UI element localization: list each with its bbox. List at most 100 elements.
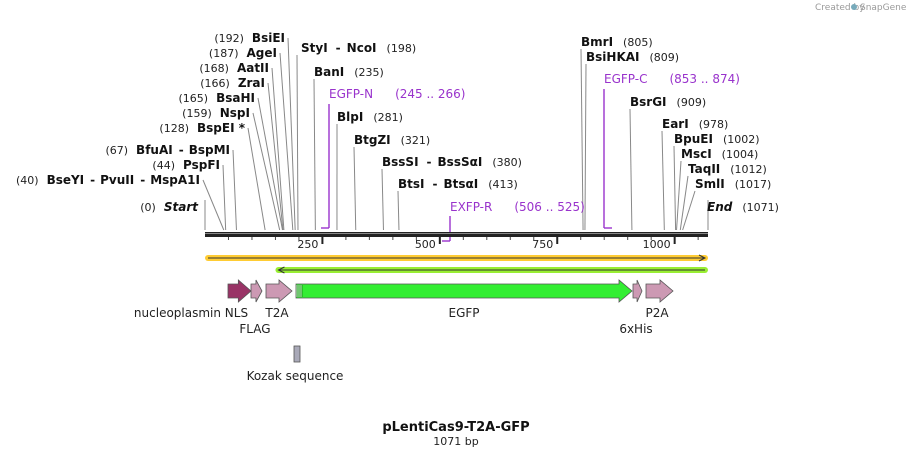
site-enzyme-name[interactable]: NspI bbox=[220, 106, 250, 120]
feature-flag[interactable]: FLAG bbox=[239, 279, 271, 336]
site-enzyme-name[interactable]: BsiEI bbox=[252, 31, 285, 45]
site-label[interactable]: BtsI-BtsαI(413) bbox=[398, 177, 518, 191]
site-enzyme-name[interactable]: BsiHKAI bbox=[586, 50, 640, 64]
site-btsi[interactable]: BtsI-BtsαI(413) bbox=[398, 177, 518, 191]
site-msci[interactable]: MscI(1004) bbox=[681, 147, 758, 161]
site-enzyme-name[interactable]: BsrGI bbox=[630, 95, 667, 109]
orf-bar[interactable] bbox=[275, 266, 708, 274]
site-bsahi[interactable]: (165)BsaHI bbox=[179, 91, 256, 105]
site-enzyme-name[interactable]: BlpI bbox=[337, 110, 363, 124]
site-taqii[interactable]: TaqII(1012) bbox=[688, 162, 767, 176]
primer-label[interactable]: EXFP-R(506 .. 525) bbox=[450, 200, 585, 214]
site-label[interactable]: (40)BseYI-PvuII-MspA1I bbox=[16, 173, 200, 187]
feature-arrow[interactable] bbox=[227, 279, 252, 303]
site-label[interactable]: (166)ZraI bbox=[200, 76, 265, 90]
site-enzyme-name[interactable]: BanI bbox=[314, 65, 344, 79]
site-styi[interactable]: StyI-NcoI(198) bbox=[301, 41, 416, 55]
site-label[interactable]: (44)PspFI bbox=[152, 158, 220, 172]
site-enzyme-name[interactable]: EarI bbox=[662, 117, 689, 131]
site-enzyme-name[interactable]: BmrI bbox=[581, 35, 613, 49]
site-aatii[interactable]: (168)AatII bbox=[199, 61, 269, 75]
site-label[interactable]: (67)BfuAI-BspMI bbox=[105, 143, 230, 157]
site-label[interactable]: EarI(978) bbox=[662, 117, 728, 131]
site-enzyme-name[interactable]: NcoI bbox=[347, 41, 377, 55]
site-bmri[interactable]: BmrI(805) bbox=[581, 35, 653, 49]
site-label[interactable]: (159)NspI bbox=[182, 106, 250, 120]
site-enzyme-name[interactable]: StyI bbox=[301, 41, 328, 55]
site-enzyme-name[interactable]: BtsI bbox=[398, 177, 425, 191]
site-bsrgi[interactable]: BsrGI(909) bbox=[630, 95, 706, 109]
site-label[interactable]: (168)AatII bbox=[199, 61, 269, 75]
feature-arrow[interactable] bbox=[295, 279, 633, 303]
site-bfuai[interactable]: (67)BfuAI-BspMI bbox=[105, 143, 230, 157]
primer-exfp-r[interactable]: EXFP-R(506 .. 525) bbox=[442, 200, 585, 242]
feature-arrow[interactable] bbox=[250, 279, 263, 303]
site-label[interactable]: BtgZI(321) bbox=[354, 133, 430, 147]
site-label[interactable]: (192)BsiEI bbox=[214, 31, 285, 45]
site-label[interactable]: BsrGI(909) bbox=[630, 95, 706, 109]
site-enzyme-name[interactable]: PspFI bbox=[183, 158, 220, 172]
site-label[interactable]: TaqII(1012) bbox=[688, 162, 767, 176]
site-enzyme-name[interactable]: SmlI bbox=[695, 177, 725, 191]
site-label[interactable]: BanI(235) bbox=[314, 65, 384, 79]
feature-6xhis[interactable]: 6xHis bbox=[619, 279, 653, 336]
feature-egfp[interactable]: EGFP bbox=[295, 279, 633, 320]
site-label[interactable]: SmlI(1017) bbox=[695, 177, 771, 191]
site-bani[interactable]: BanI(235) bbox=[314, 65, 384, 79]
site-enzyme-name[interactable]: BseYI bbox=[47, 173, 85, 187]
feature-arrow[interactable] bbox=[265, 279, 293, 303]
site-enzyme-name[interactable]: BtsαI bbox=[443, 177, 478, 191]
site-enzyme-name[interactable]: BsaHI bbox=[216, 91, 255, 105]
site-nspi[interactable]: (159)NspI bbox=[182, 106, 250, 120]
site-blpi[interactable]: BlpI(281) bbox=[337, 110, 403, 124]
site-label[interactable]: BpuEI(1002) bbox=[674, 132, 760, 146]
site-smli[interactable]: SmlI(1017) bbox=[695, 177, 771, 191]
site-btgzi[interactable]: BtgZI(321) bbox=[354, 133, 430, 147]
primer-label[interactable]: EGFP-N(245 .. 266) bbox=[329, 87, 466, 101]
site-enzyme-name[interactable]: BfuAI bbox=[136, 143, 173, 157]
site-enzyme-name[interactable]: PvuII bbox=[100, 173, 134, 187]
site-enzyme-name[interactable]: BspEI * bbox=[197, 121, 246, 135]
primer-egfp-c[interactable]: EGFP-C(853 .. 874) bbox=[603, 72, 740, 229]
site-enzyme-name[interactable]: AatII bbox=[237, 61, 269, 75]
site-bspei[interactable]: (128)BspEI * bbox=[159, 121, 245, 135]
site-label[interactable]: BlpI(281) bbox=[337, 110, 403, 124]
site-bsihkai[interactable]: BsiHKAI(809) bbox=[586, 50, 679, 64]
feature-arrow[interactable] bbox=[632, 279, 643, 303]
site-enzyme-name[interactable]: MspA1I bbox=[150, 173, 200, 187]
site-label[interactable]: MscI(1004) bbox=[681, 147, 758, 161]
feature-p2a[interactable]: P2A bbox=[645, 279, 674, 320]
site-zrai[interactable]: (166)ZraI bbox=[200, 76, 265, 90]
site-enzyme-name[interactable]: BtgZI bbox=[354, 133, 391, 147]
primer-label[interactable]: EGFP-C(853 .. 874) bbox=[604, 72, 740, 86]
orf-bar[interactable] bbox=[205, 254, 708, 262]
site-bsssi[interactable]: BssSI-BssSαI(380) bbox=[382, 155, 522, 169]
site-label[interactable]: BssSI-BssSαI(380) bbox=[382, 155, 522, 169]
feature-arrow[interactable] bbox=[645, 279, 674, 303]
feature-t2a[interactable]: T2A bbox=[264, 279, 293, 320]
primer-egfp-n[interactable]: EGFP-N(245 .. 266) bbox=[321, 87, 466, 229]
site-bpuei[interactable]: BpuEI(1002) bbox=[674, 132, 760, 146]
site-eari[interactable]: EarI(978) bbox=[662, 117, 728, 131]
site-label[interactable]: BmrI(805) bbox=[581, 35, 653, 49]
site-enzyme-name[interactable]: MscI bbox=[681, 147, 712, 161]
site-bsiei[interactable]: (192)BsiEI bbox=[214, 31, 285, 45]
site-enzyme-name[interactable]: AgeI bbox=[247, 46, 277, 60]
site-label[interactable]: (128)BspEI * bbox=[159, 121, 245, 135]
site-enzyme-name[interactable]: BspMI bbox=[189, 143, 230, 157]
site-label[interactable]: BsiHKAI(809) bbox=[586, 50, 679, 64]
site-label[interactable]: (165)BsaHI bbox=[179, 91, 256, 105]
site-enzyme-name[interactable]: BssSαI bbox=[438, 155, 483, 169]
site-pspfi[interactable]: (44)PspFI bbox=[152, 158, 220, 172]
site-label[interactable]: StyI-NcoI(198) bbox=[301, 41, 416, 55]
site-enzyme-name[interactable]: TaqII bbox=[688, 162, 720, 176]
site-enzyme-name[interactable]: ZraI bbox=[238, 76, 265, 90]
site-bseyi[interactable]: (40)BseYI-PvuII-MspA1I bbox=[16, 173, 200, 187]
feature-box[interactable] bbox=[293, 345, 301, 363]
site-enzyme-name[interactable]: BpuEI bbox=[674, 132, 713, 146]
feature-nucleoplasmin-nls[interactable]: nucleoplasmin NLS bbox=[134, 279, 252, 320]
feature-kozak-sequence[interactable]: Kozak sequence bbox=[247, 345, 344, 383]
site-label[interactable]: (187)AgeI bbox=[209, 46, 277, 60]
site-enzyme-name[interactable]: BssSI bbox=[382, 155, 419, 169]
site-agei[interactable]: (187)AgeI bbox=[209, 46, 277, 60]
